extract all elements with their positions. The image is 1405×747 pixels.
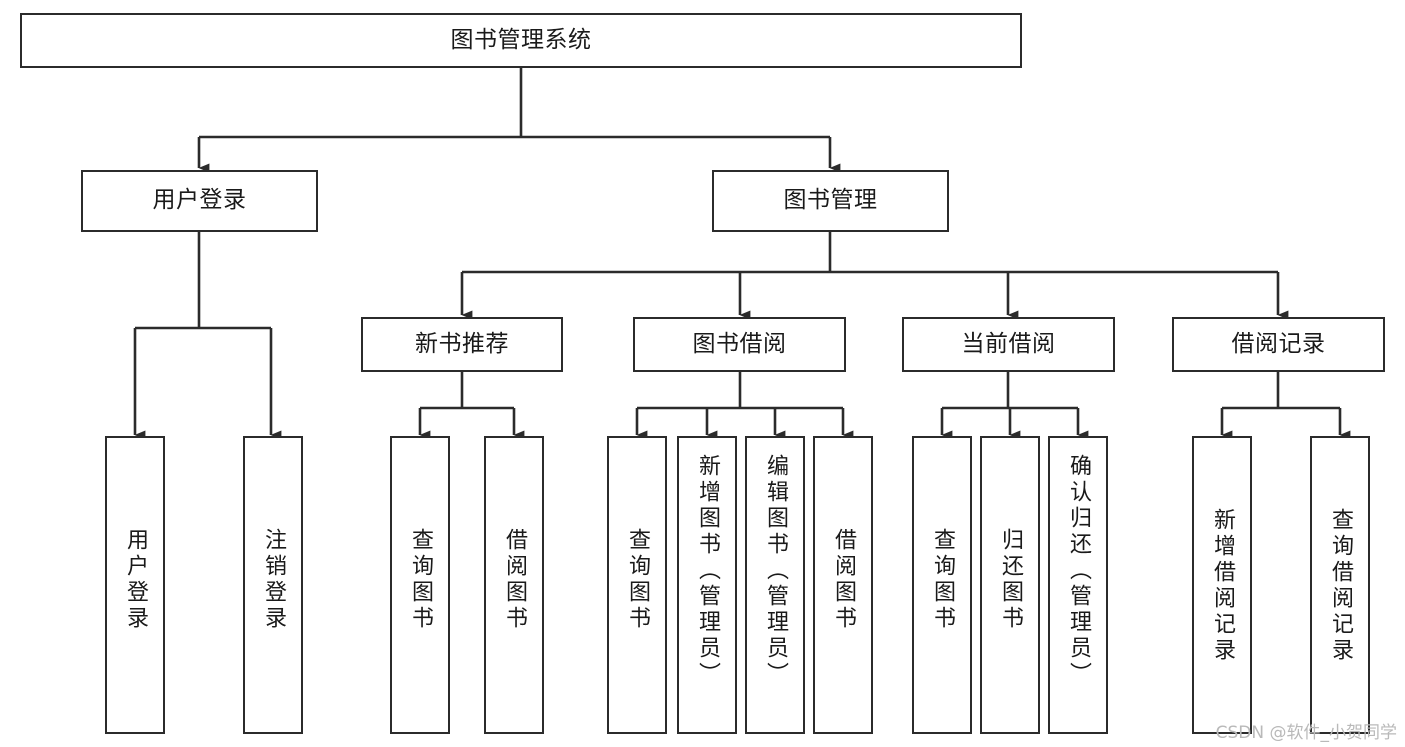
- node-label: 确认归还（管理员）: [1066, 454, 1091, 688]
- node-leaf-query-book-borrow[interactable]: 查询图书: [607, 436, 667, 734]
- csdn-watermark: CSDN @软件_小贺同学: [1215, 723, 1397, 743]
- node-label: 编辑图书（管理员）: [763, 454, 788, 688]
- node-label: 查询图书: [408, 528, 433, 632]
- node-label: 用户登录: [123, 528, 148, 632]
- node-leaf-query-book-recommend[interactable]: 查询图书: [390, 436, 450, 734]
- node-root-book-management-system[interactable]: 图书管理系统: [20, 13, 1022, 68]
- node-label: 新书推荐: [415, 330, 509, 357]
- node-leaf-borrow-book[interactable]: 借阅图书: [813, 436, 873, 734]
- node-leaf-add-borrow-record[interactable]: 新增借阅记录: [1192, 436, 1252, 734]
- node-label: 借阅记录: [1231, 330, 1326, 357]
- node-label: 当前借阅: [961, 330, 1056, 357]
- node-label: 图书借阅: [692, 330, 787, 357]
- node-book-management[interactable]: 图书管理: [712, 170, 949, 232]
- node-leaf-logout[interactable]: 注销登录: [243, 436, 303, 734]
- node-new-book-recommendation[interactable]: 新书推荐: [361, 317, 563, 372]
- node-label: 查询图书: [930, 528, 955, 632]
- node-book-borrowing[interactable]: 图书借阅: [633, 317, 846, 372]
- node-leaf-borrow-book-recommend[interactable]: 借阅图书: [484, 436, 544, 734]
- node-leaf-return-book[interactable]: 归还图书: [980, 436, 1040, 734]
- node-label: 注销登录: [261, 528, 286, 632]
- node-borrow-records[interactable]: 借阅记录: [1172, 317, 1385, 372]
- node-label: 借阅图书: [502, 528, 527, 632]
- node-label: 查询借阅记录: [1328, 508, 1353, 664]
- node-leaf-confirm-return-admin[interactable]: 确认归还（管理员）: [1048, 436, 1108, 734]
- node-leaf-edit-book-admin[interactable]: 编辑图书（管理员）: [745, 436, 805, 734]
- node-leaf-query-book-current[interactable]: 查询图书: [912, 436, 972, 734]
- node-leaf-add-book-admin[interactable]: 新增图书（管理员）: [677, 436, 737, 734]
- node-leaf-query-borrow-record[interactable]: 查询借阅记录: [1310, 436, 1370, 734]
- node-label: 用户登录: [152, 187, 247, 214]
- node-label: 借阅图书: [831, 528, 856, 632]
- node-current-borrowing[interactable]: 当前借阅: [902, 317, 1115, 372]
- node-user-login[interactable]: 用户登录: [81, 170, 318, 232]
- node-label: 新增借阅记录: [1210, 508, 1235, 664]
- node-label: 查询图书: [625, 528, 650, 632]
- node-label: 图书管理: [783, 187, 878, 214]
- node-label: 新增图书（管理员）: [695, 454, 720, 688]
- node-leaf-user-login[interactable]: 用户登录: [105, 436, 165, 734]
- node-label: 图书管理系统: [450, 26, 592, 53]
- node-label: 归还图书: [998, 528, 1023, 632]
